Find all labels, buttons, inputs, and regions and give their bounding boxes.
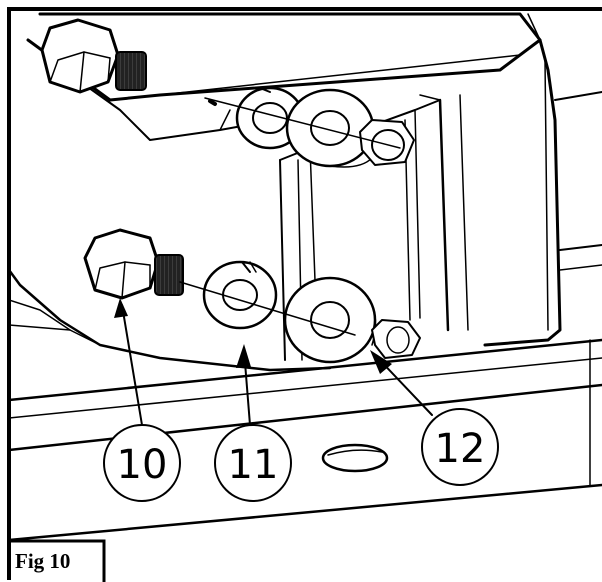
figure-frame — [7, 7, 602, 582]
callout-number-11: 11 — [228, 442, 279, 488]
callout-circles — [103, 408, 499, 502]
upper-flat-washer — [285, 88, 375, 168]
lower-lock-washer — [202, 260, 278, 330]
lower-nut — [371, 319, 421, 359]
lower-flat-washer — [283, 276, 377, 364]
figure-label: Fig 10 — [15, 549, 71, 573]
arrowheads — [114, 298, 392, 374]
bottom-rail — [9, 338, 602, 541]
callout-number-12: 12 — [435, 426, 486, 472]
left-gusset — [9, 268, 332, 372]
upper-centerline — [204, 97, 401, 149]
slot-hole — [321, 443, 389, 473]
callout-number-10: 10 — [117, 442, 168, 488]
lower-bolt — [83, 228, 184, 300]
upper-nut — [359, 119, 415, 166]
side-rails — [554, 91, 602, 271]
upper-bolt — [40, 18, 147, 94]
lower-centerline — [179, 281, 356, 336]
